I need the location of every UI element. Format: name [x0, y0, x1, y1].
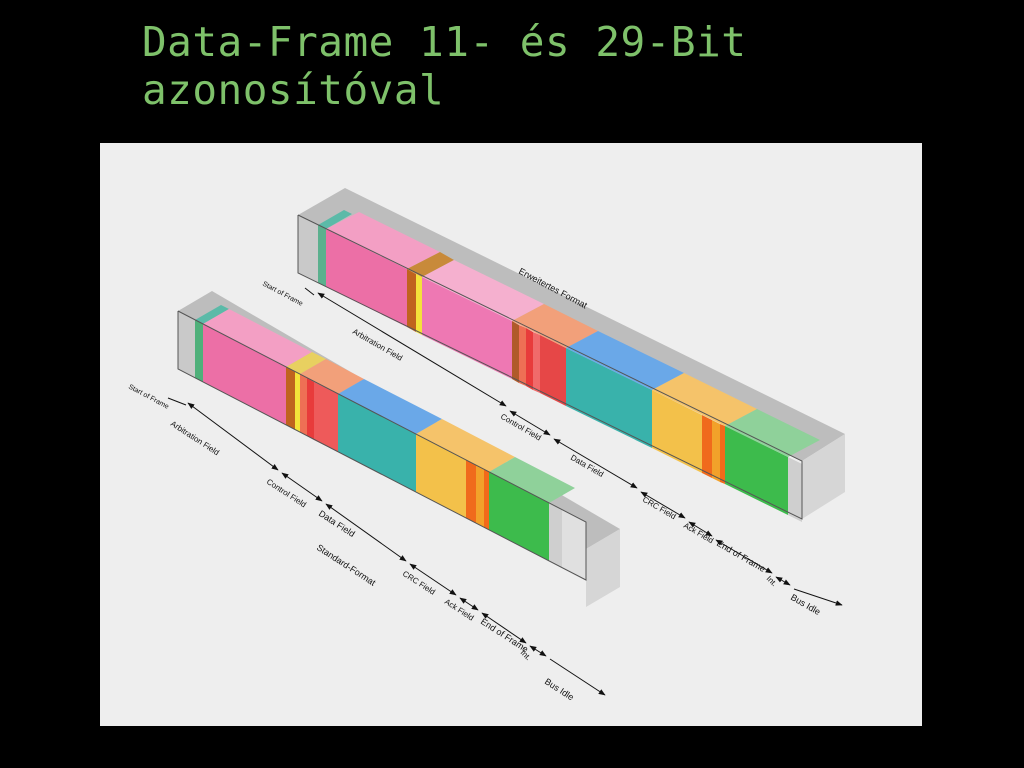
std-int-arrow: [529, 645, 547, 657]
std-ack-label: Ack Field: [443, 597, 475, 622]
std-start-of-frame-label: Start of Frame: [127, 384, 170, 411]
ext-sof-pointer: [304, 287, 315, 296]
extended-frame-arrows: [304, 287, 843, 606]
std-crc-label: CRC Field: [401, 569, 437, 597]
ext-arbitration-label: Arbitration Field: [351, 327, 404, 363]
std-eof-arrow: [481, 612, 527, 644]
std-data-arrow: [325, 503, 407, 562]
standard-frame-arrows: [167, 397, 606, 696]
std-arbitration-label: Arbitration Field: [169, 419, 221, 457]
std-bus-idle-label: Bus Idle: [543, 676, 576, 702]
slide-title-line-2: azonosítóval: [142, 66, 445, 114]
std-sof-pointer: [167, 397, 187, 406]
ext-data-arrow: [553, 438, 638, 489]
ext-bus-idle-label: Bus Idle: [789, 592, 822, 617]
ext-eof-arrow: [715, 539, 773, 574]
ext-start-of-frame-label: Start of Frame: [261, 281, 304, 308]
slide-title-line-1: Data-Frame 11- és 29-Bit: [142, 18, 747, 66]
ext-crc-label: CRC Field: [641, 495, 677, 521]
ext-control-arrow: [509, 410, 551, 436]
ext-arbitration-arrow: [317, 292, 507, 407]
std-eof-label: End of Frame: [479, 616, 530, 654]
std-control-label: Control Field: [265, 477, 308, 509]
ext-eof-label: End of Frame: [715, 538, 767, 574]
ext-ack-label: Ack Field: [682, 521, 715, 545]
slide-title: Data-Frame 11- és 29-Bit azonosítóval: [142, 18, 746, 114]
ext-ack-arrow: [688, 521, 713, 537]
std-control-arrow: [281, 472, 323, 502]
std-bus-idle-arrow: [549, 658, 606, 696]
ext-crc-arrow: [640, 491, 686, 519]
ext-int-arrow: [775, 576, 791, 586]
std-standard-format-label: Standard-Format: [315, 542, 378, 588]
std-data-label: Data Field: [317, 508, 357, 539]
std-ack-arrow: [459, 597, 479, 611]
can-frame-diagram: Erweitertes Format Start of Frame Arbitr…: [127, 188, 845, 702]
std-crc-arrow: [409, 563, 457, 596]
can-frame-figure: Erweitertes Format Start of Frame Arbitr…: [100, 143, 922, 726]
std-arbitration-arrow: [187, 402, 279, 471]
ext-bus-idle-arrow: [793, 588, 843, 606]
ext-int-label: Int.: [765, 574, 779, 588]
